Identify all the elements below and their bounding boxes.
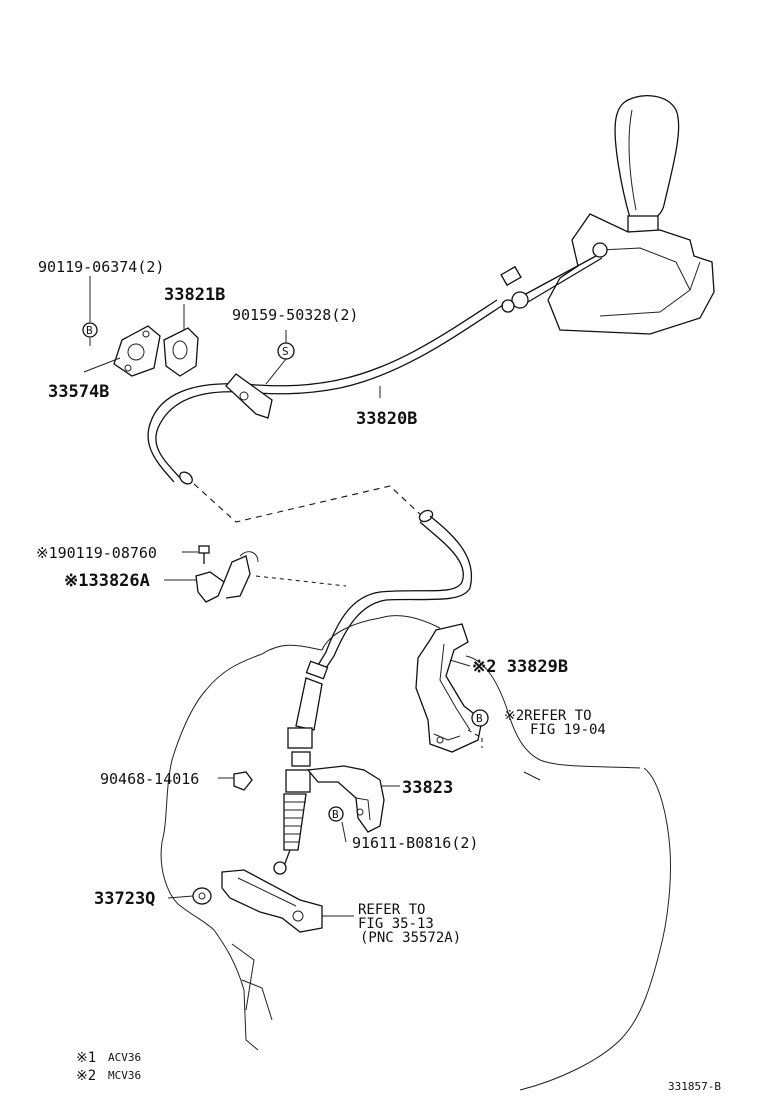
clip-90468-14016	[233, 771, 253, 791]
label-33820B: 33820B	[356, 409, 417, 429]
bolt-90119-08760	[198, 545, 210, 564]
transmission-control-lever	[221, 869, 323, 933]
figure-id: 331857-B	[668, 1080, 721, 1093]
shift-lever-assembly	[500, 95, 715, 335]
label-91611-B0816: 91611-B0816(2)	[352, 834, 478, 852]
legend-note1-mark: ※1	[76, 1050, 96, 1066]
symbol-b-3: B	[328, 806, 344, 822]
label-33823: 33823	[402, 778, 453, 798]
legend-note1-text: ACV36	[108, 1051, 141, 1064]
bracket-33829B	[415, 623, 483, 753]
symbol-s-text: S	[282, 345, 289, 358]
label-33826A: ※133826A	[64, 571, 150, 591]
leader-lines	[83, 276, 471, 917]
legend: ※1 ACV36 ※2 MCV36	[76, 1050, 141, 1084]
symbol-b-text: B	[476, 712, 483, 725]
bracket-33826A	[195, 551, 259, 603]
legend-note2-text: MCV36	[108, 1069, 141, 1082]
symbol-b-text: B	[332, 808, 339, 821]
shift-cable	[147, 299, 504, 875]
label-90119-08760: ※190119-08760	[36, 544, 157, 562]
label-90159-50328: 90159-50328(2)	[232, 306, 358, 324]
symbol-b-text: B	[86, 324, 93, 337]
label-33821B: 33821B	[164, 285, 225, 305]
retainer-33574B	[113, 325, 161, 377]
transmission-outline	[160, 615, 672, 1091]
symbol-s: S	[277, 342, 295, 360]
label-33829B: ※2 33829B	[472, 657, 568, 677]
label-refer-35-13-line1: REFER TO	[358, 902, 425, 918]
grommet-33821B	[163, 327, 199, 377]
symbol-b-2: B	[471, 709, 489, 727]
symbol-b-1: B	[82, 322, 98, 338]
label-90119-06374: 90119-06374(2)	[38, 258, 164, 276]
label-refer-35-13-line3: (PNC 35572A)	[360, 930, 461, 946]
label-refer-19-04-line2: FIG 19-04	[530, 722, 606, 738]
label-refer-35-13-line2: FIG 35-13	[358, 916, 434, 932]
legend-note2-mark: ※2	[76, 1068, 96, 1084]
bushing-33723Q	[192, 887, 212, 905]
label-33723Q: 33723Q	[94, 889, 155, 909]
label-90468-14016: 90468-14016	[100, 770, 199, 788]
bracket-33823	[306, 765, 385, 833]
label-refer-19-04-line1: ※2REFER TO	[504, 708, 592, 724]
label-33574B: 33574B	[48, 382, 109, 402]
